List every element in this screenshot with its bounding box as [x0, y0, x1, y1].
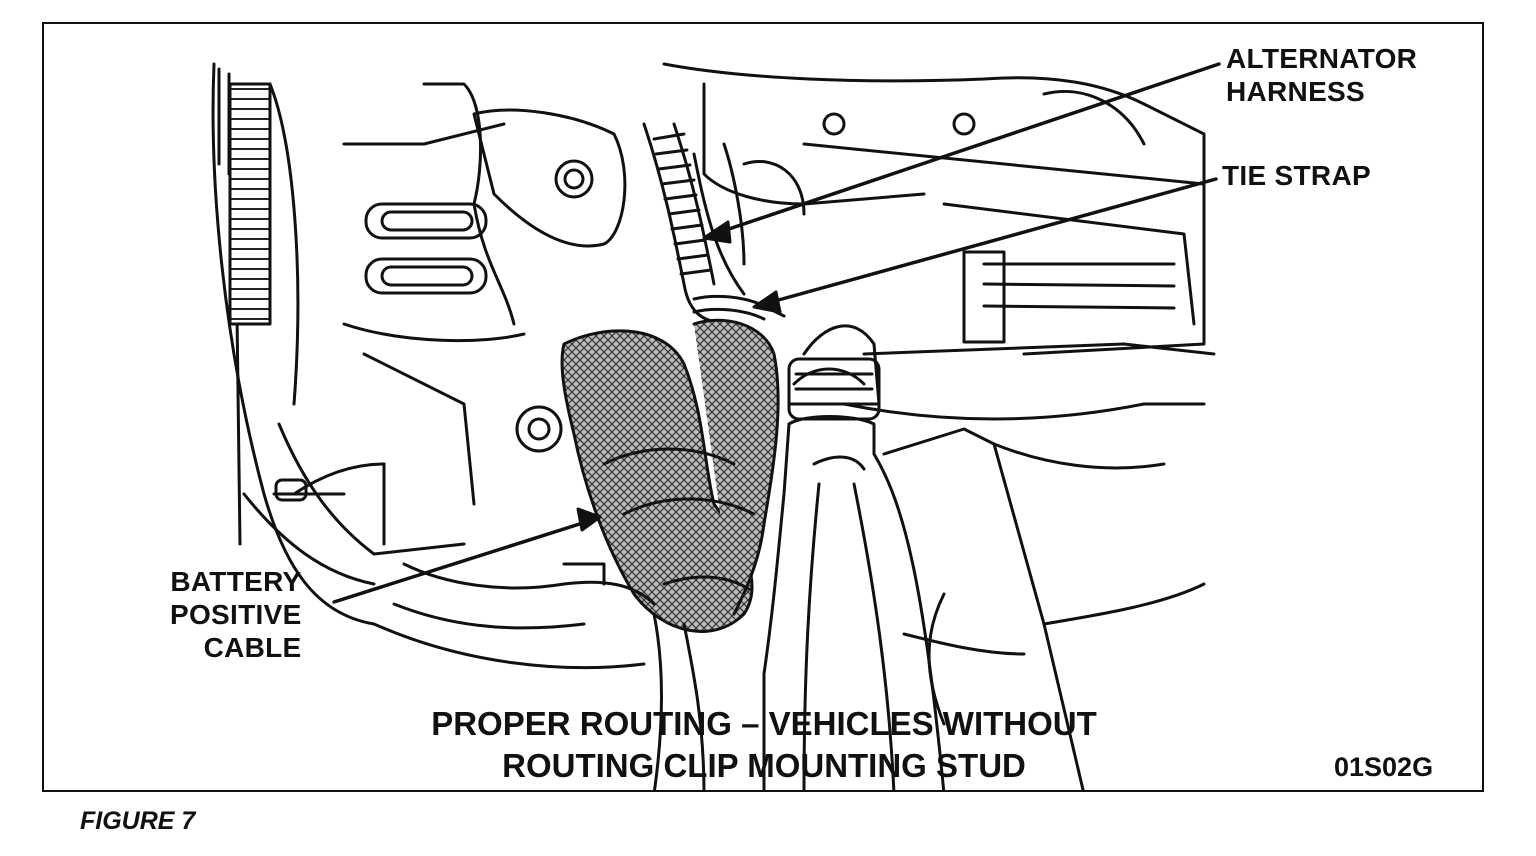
figure-frame: ALTERNATOR HARNESS TIE STRAP BATTERY POS… [42, 22, 1484, 792]
alternator-harness [642, 122, 746, 326]
caption-line-1: PROPER ROUTING – VEHICLES WITHOUT [431, 705, 1097, 742]
callout-line: POSITIVE [170, 599, 302, 630]
callout-line: TIE STRAP [1222, 160, 1371, 191]
technical-illustration [211, 62, 1221, 790]
leader-tie-strap [752, 177, 1218, 314]
callout-battery-positive-cable: BATTERY POSITIVE CABLE [170, 565, 302, 664]
caption-line-2: ROUTING CLIP MOUNTING STUD [502, 747, 1026, 784]
leader-alternator-harness [702, 62, 1221, 244]
callout-tie-strap: TIE STRAP [1222, 159, 1371, 192]
callout-line: CABLE [203, 632, 302, 663]
engine-background [662, 62, 1216, 421]
battery-cable-boot [560, 318, 780, 633]
callout-line: ALTERNATOR [1226, 43, 1418, 74]
main-cable [762, 324, 946, 790]
mounting-bracket [342, 82, 627, 506]
figure-caption: PROPER ROUTING – VEHICLES WITHOUT ROUTIN… [384, 703, 1144, 787]
lower-mount [372, 562, 706, 790]
callout-line: BATTERY [170, 566, 302, 597]
figure-code: 01S02G [1334, 752, 1434, 782]
leader-battery-cable [332, 507, 602, 604]
callout-line: HARNESS [1226, 76, 1366, 107]
callout-alternator-harness: ALTERNATOR HARNESS [1226, 42, 1417, 108]
lower-shroud [882, 427, 1206, 790]
alternator-housing [211, 62, 466, 626]
figure-label: FIGURE 7 [80, 807, 196, 835]
